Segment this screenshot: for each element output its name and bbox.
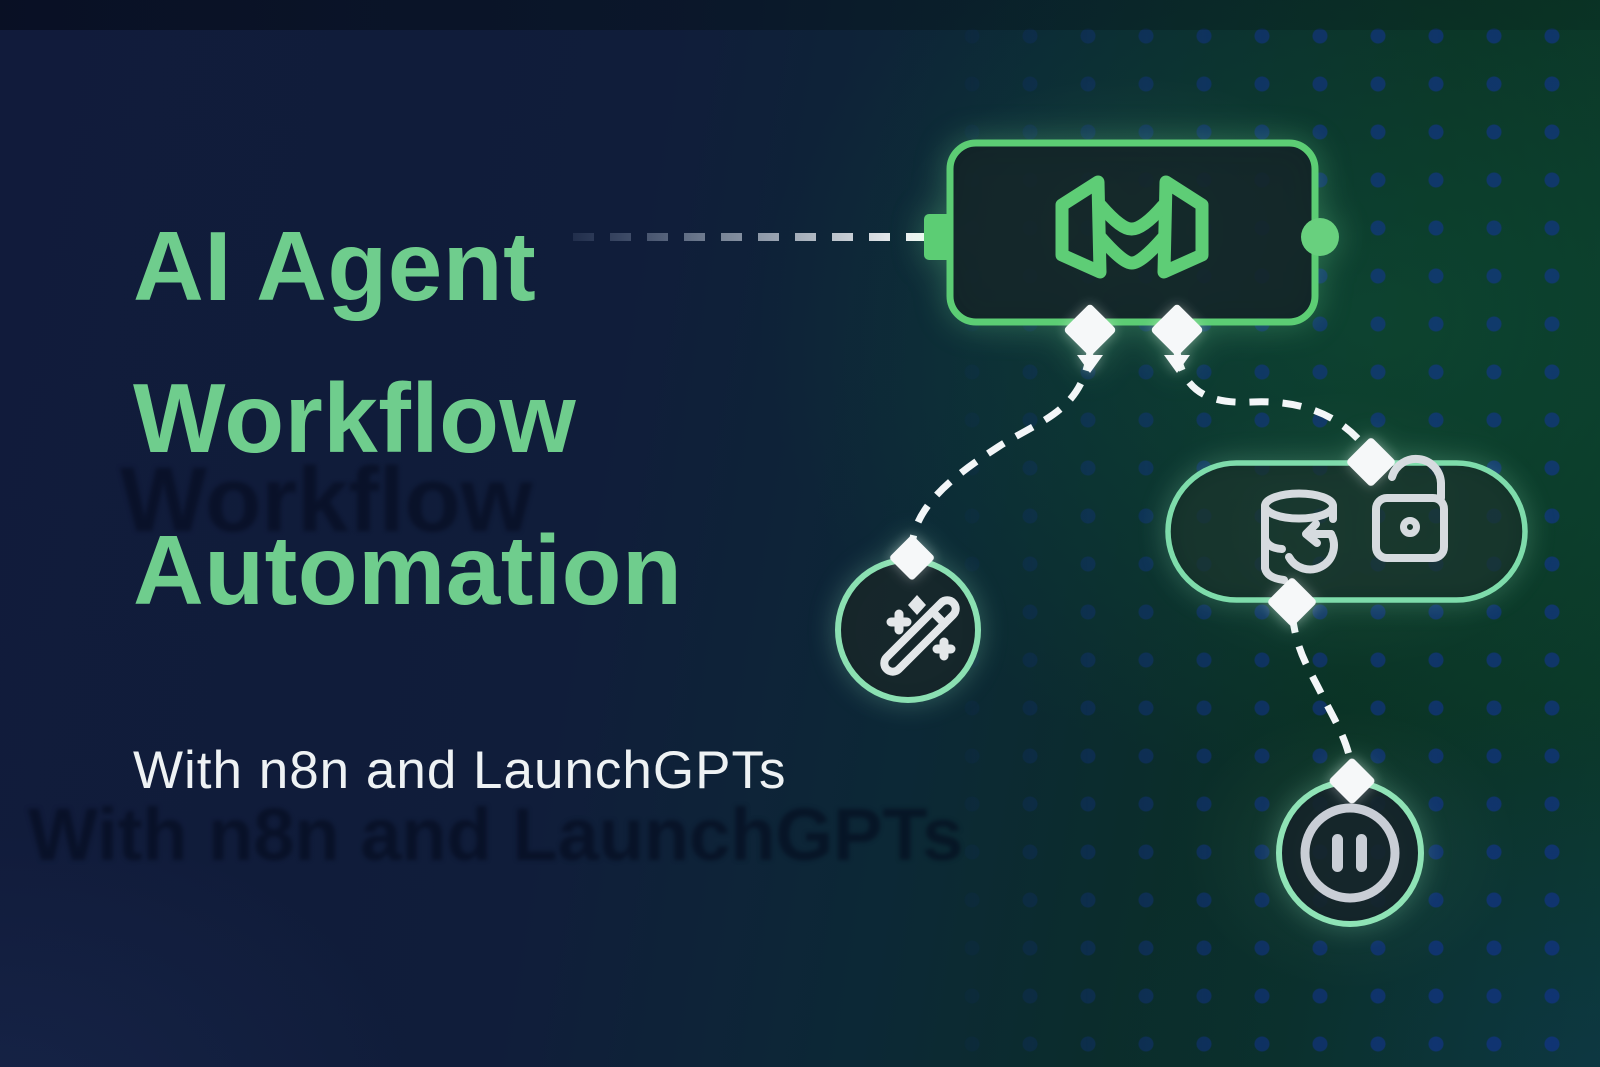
magic-wand-node[interactable] (835, 534, 981, 703)
pause-icon (1300, 803, 1400, 903)
pause-node[interactable] (1276, 757, 1424, 927)
title-line-1: AI Agent (133, 211, 537, 321)
pill-output-diamond (1268, 578, 1316, 626)
top-edge-band (0, 0, 1600, 30)
input-connector-square[interactable] (924, 214, 952, 260)
connection-trigger-to-pill (1173, 351, 1372, 455)
subtitle: With n8n and LaunchGPTs (133, 741, 787, 800)
title-line-2: Workflow (133, 363, 577, 473)
title-line-3: Automation (133, 515, 683, 625)
lock-open-icon (1372, 454, 1448, 562)
pill-input-diamond (1347, 438, 1395, 486)
magic-wand-icon (880, 595, 960, 676)
trigger-output-marker-left (1064, 304, 1116, 373)
trigger-output-marker-right (1151, 304, 1203, 373)
database-unlock-node[interactable] (1165, 437, 1528, 628)
database-restore-icon (1261, 489, 1338, 584)
connection-pill-to-pause (1288, 613, 1356, 775)
w-logo-icon (1055, 175, 1209, 279)
connection-trigger-to-wand (908, 351, 1094, 549)
connection-lines (573, 233, 1372, 775)
pause-input-diamond (1329, 758, 1375, 804)
wand-input-diamond (890, 535, 934, 580)
output-connector-circle[interactable] (1301, 218, 1339, 256)
headline: AI Agent Workflow Automation (133, 190, 682, 646)
trigger-node[interactable] (924, 139, 1339, 373)
